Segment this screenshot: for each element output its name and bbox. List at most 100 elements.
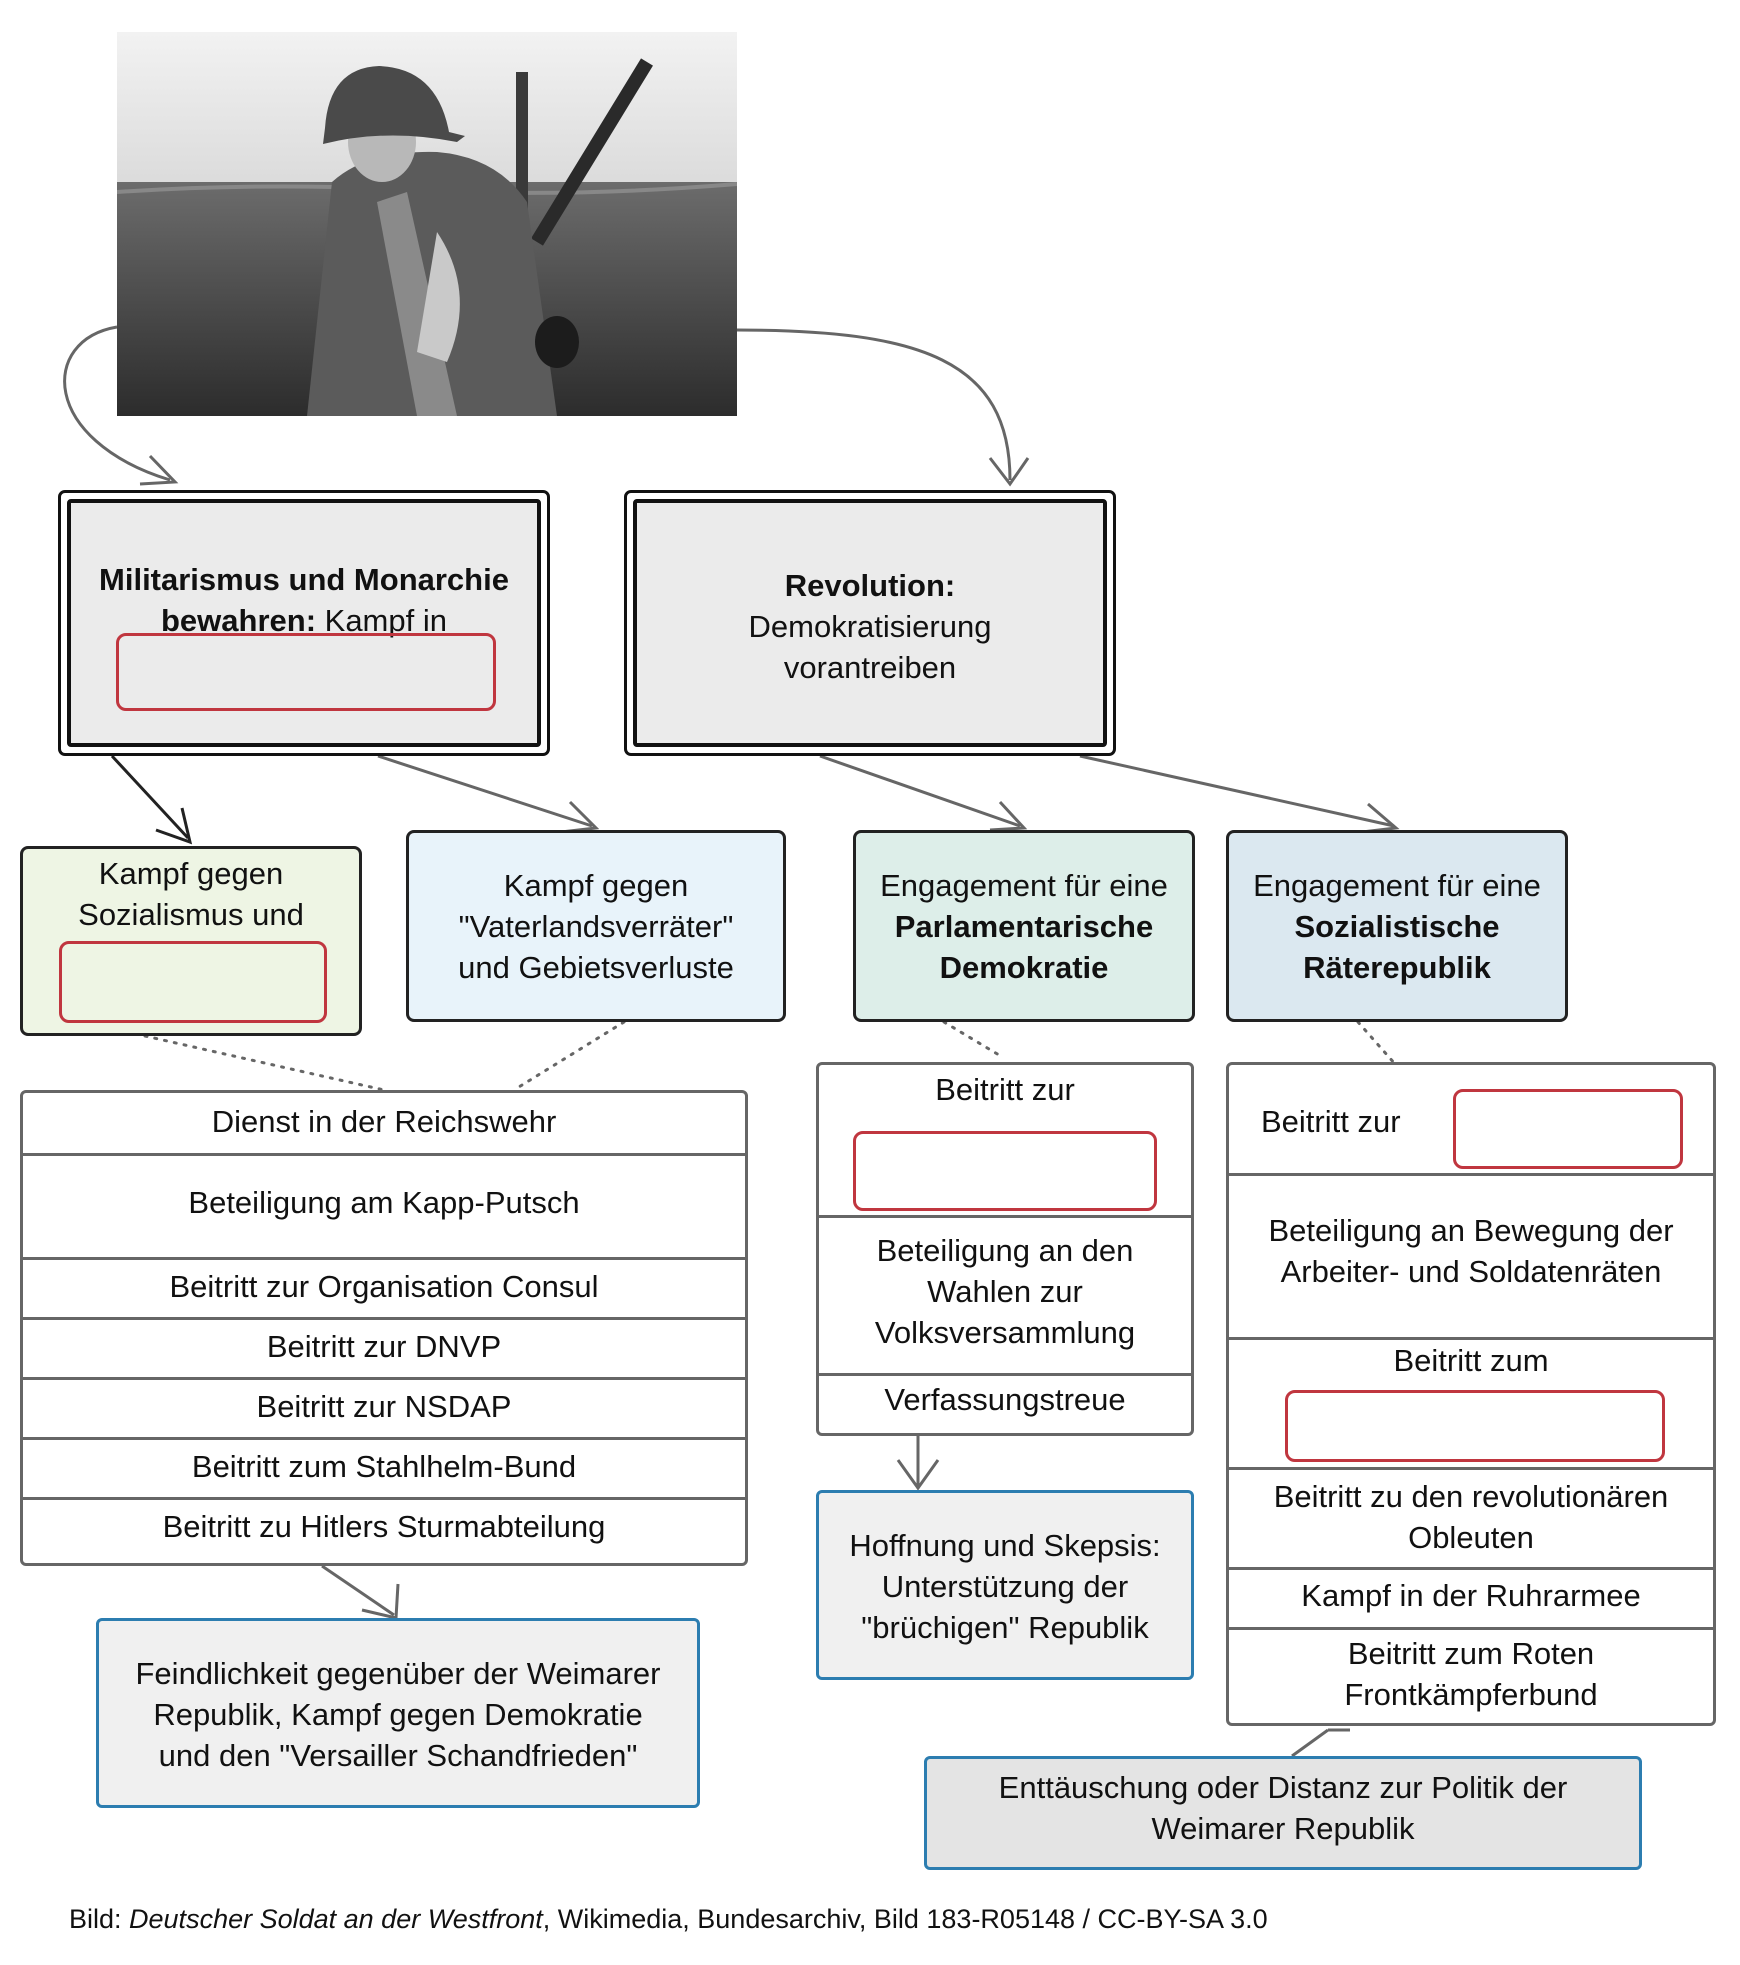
table-row: Beitritt zur	[1229, 1065, 1713, 1173]
box-kampf-vaterlandsverraeter: Kampf gegen "Vaterlandsverräter" und Geb…	[406, 830, 786, 1022]
arrow-photo-to-militarism	[63, 325, 171, 482]
table-right-wing-actions: Dienst in der Reichswehr Beteiligung am …	[20, 1090, 748, 1566]
result-enttaeuschung: Enttäuschung oder Distanz zur Politik de…	[924, 1756, 1642, 1870]
militarism-heading: Militarismus und Monarchie bewahren: Kam…	[71, 559, 537, 641]
democracy-row2-line-1: Beteiligung an den	[876, 1233, 1134, 1268]
result-right-line-2: Republik, Kampf gegen Demokratie	[153, 1697, 643, 1732]
row-text: Beteiligung an den Wahlen zur Volksversa…	[819, 1230, 1191, 1353]
arrow-photo-to-revolution	[736, 328, 1012, 481]
answer-blank-left-organisation[interactable]	[1285, 1390, 1665, 1462]
raete-line-2: Sozialistische	[1294, 909, 1500, 944]
raete-line-1: Engagement für eine	[1253, 868, 1541, 903]
row-text: Beitritt zu Hitlers Sturmabteilung	[162, 1509, 606, 1544]
raete-line-3: Räterepublik	[1303, 950, 1491, 985]
left-row4-line-1: Beitritt zu den revolutionären	[1273, 1479, 1669, 1514]
arrow-militarism-to-vaterland	[377, 754, 593, 828]
vaterland-line-1: Kampf gegen	[503, 868, 689, 903]
box-sozialistische-raeterepublik: Engagement für eine Sozialistische Räter…	[1226, 830, 1568, 1022]
dotted-link	[512, 1020, 626, 1092]
left-row2-line-2: Arbeiter- und Soldatenräten	[1280, 1254, 1662, 1289]
result-democracy-line-1: Hoffnung und Skepsis:	[849, 1528, 1161, 1563]
row-text: Beitritt zum Roten Frontkämpferbund	[1229, 1633, 1713, 1715]
table-row: Beitritt zu Hitlers Sturmabteilung	[23, 1497, 745, 1566]
parlament-line-2: Parlamentarische	[894, 909, 1154, 944]
table-row: Beteiligung an Bewegung der Arbeiter- un…	[1229, 1173, 1713, 1340]
row-text: Kampf in der Ruhrarmee	[1301, 1578, 1641, 1613]
table-row: Beitritt zum Roten Frontkämpferbund	[1229, 1627, 1713, 1726]
row-text: Beitritt zum	[1393, 1343, 1549, 1378]
result-right-line-1: Feindlichkeit gegenüber der Weimarer	[135, 1656, 661, 1691]
result-feindlichkeit: Feindlichkeit gegenüber der Weimarer Rep…	[96, 1618, 700, 1808]
table-row: Beteiligung an den Wahlen zur Volksversa…	[819, 1215, 1191, 1376]
image-caption: Bild: Deutscher Soldat an der Westfront,…	[69, 1902, 1268, 1936]
table-row: Beitritt zur Organisation Consul	[23, 1257, 745, 1320]
vaterland-text: Kampf gegen "Vaterlandsverräter" und Geb…	[409, 865, 783, 988]
vaterland-line-3: und Gebietsverluste	[458, 950, 734, 985]
box-parlamentarische-demokratie: Engagement für eine Parlamentarische Dem…	[853, 830, 1195, 1022]
sozialismus-line-1: Kampf gegen	[98, 856, 284, 891]
democracy-row2-line-2: Wahlen zur	[927, 1274, 1083, 1309]
arrowhead	[155, 807, 193, 845]
table-row: Beitritt zu den revolutionären Obleuten	[1229, 1467, 1713, 1570]
table-row: Kampf in der Ruhrarmee	[1229, 1567, 1713, 1630]
left-row6-line-2: Frontkämpferbund	[1344, 1677, 1598, 1712]
soldier-photo	[117, 32, 737, 416]
row-text: Beitritt zum Stahlhelm-Bund	[191, 1449, 577, 1484]
parlament-line-1: Engagement für eine	[880, 868, 1168, 903]
table-row: Beitritt zur NSDAP	[23, 1377, 745, 1440]
result-democracy-line-2: Unterstützung der	[881, 1569, 1129, 1604]
row-text: Beitritt zur Organisation Consul	[169, 1269, 599, 1304]
result-hoffnung-skepsis: Hoffnung und Skepsis: Unterstützung der …	[816, 1490, 1194, 1680]
parlament-line-3: Demokratie	[939, 950, 1109, 985]
answer-blank-democracy-party[interactable]	[853, 1131, 1157, 1211]
arrow-militarism-to-sozialismus	[110, 754, 190, 840]
answer-blank-left-party[interactable]	[1453, 1089, 1683, 1169]
table-row: Beitritt zur DNVP	[23, 1317, 745, 1380]
table-left-actions: Beitritt zur Beteiligung an Bewegung der…	[1226, 1062, 1716, 1726]
arrowhead	[139, 454, 179, 486]
answer-blank-militarism[interactable]	[116, 633, 496, 711]
result-right-line-3: und den "Versailler Schandfrieden"	[158, 1738, 638, 1773]
revolution-line-3: vorantreiben	[783, 650, 957, 685]
sozialismus-text: Kampf gegen Sozialismus und	[23, 853, 359, 935]
democracy-row2-line-3: Volksversammlung	[874, 1315, 1136, 1350]
table-row: Dienst in der Reichswehr	[23, 1093, 745, 1153]
sozialismus-line-2: Sozialismus und	[78, 897, 304, 932]
table-row: Beitritt zur	[819, 1065, 1191, 1215]
revolution-heading: Revolution: Demokratisierung vorantreibe…	[637, 565, 1103, 688]
table-row: Beitritt zum Stahlhelm-Bund	[23, 1437, 745, 1500]
left-row6-line-1: Beitritt zum Roten	[1347, 1636, 1595, 1671]
raete-text: Engagement für eine Sozialistische Räter…	[1229, 865, 1565, 988]
answer-blank-sozialismus[interactable]	[59, 941, 327, 1023]
box-militarism-monarchie: Militarismus und Monarchie bewahren: Kam…	[58, 490, 550, 756]
box-revolution: Revolution: Demokratisierung vorantreibe…	[624, 490, 1116, 756]
arrowhead	[896, 1459, 940, 1491]
row-text: Beitritt zur	[935, 1072, 1075, 1107]
militarism-title-bold-1: Militarismus und Monarchie	[99, 562, 509, 597]
result-left-line-2: Weimarer Republik	[1151, 1811, 1415, 1846]
left-row2-line-1: Beteiligung an Bewegung der	[1268, 1213, 1674, 1248]
dotted-link	[143, 1034, 386, 1092]
militarism-title-bold-2: bewahren:	[161, 603, 317, 638]
result-democracy-line-3: "brüchigen" Republik	[861, 1610, 1149, 1645]
revolution-title: Revolution:	[784, 568, 956, 603]
militarism-title-rest: Kampf in	[316, 603, 447, 638]
arrowhead	[989, 800, 1028, 832]
row-text: Beteiligung am Kapp-Putsch	[188, 1185, 580, 1220]
vaterland-line-2: "Vaterlandsverräter"	[458, 909, 734, 944]
caption-title: Deutscher Soldat an der Westfront	[129, 1904, 543, 1934]
result-left-line-1: Enttäuschung oder Distanz zur Politik de…	[998, 1770, 1568, 1805]
result-left-text: Enttäuschung oder Distanz zur Politik de…	[927, 1767, 1639, 1849]
caption-suffix: , Wikimedia, Bundesarchiv, Bild 183-R051…	[542, 1904, 1268, 1934]
table-democracy-actions: Beitritt zur Beteiligung an den Wahlen z…	[816, 1062, 1194, 1436]
row-text: Beteiligung an Bewegung der Arbeiter- un…	[1229, 1210, 1713, 1292]
arrowhead	[988, 457, 1030, 487]
row-text: Beitritt zur DNVP	[266, 1329, 502, 1364]
row-text: Verfassungstreue	[884, 1382, 1126, 1417]
table-row: Beitritt zum	[1229, 1337, 1713, 1470]
revolution-line-2: Demokratisierung	[748, 609, 992, 644]
arrow-table-to-result-left	[1291, 1728, 1350, 1758]
photo-image	[117, 32, 737, 416]
result-right-text: Feindlichkeit gegenüber der Weimarer Rep…	[99, 1653, 697, 1776]
row-text: Beitritt zur NSDAP	[256, 1389, 512, 1424]
